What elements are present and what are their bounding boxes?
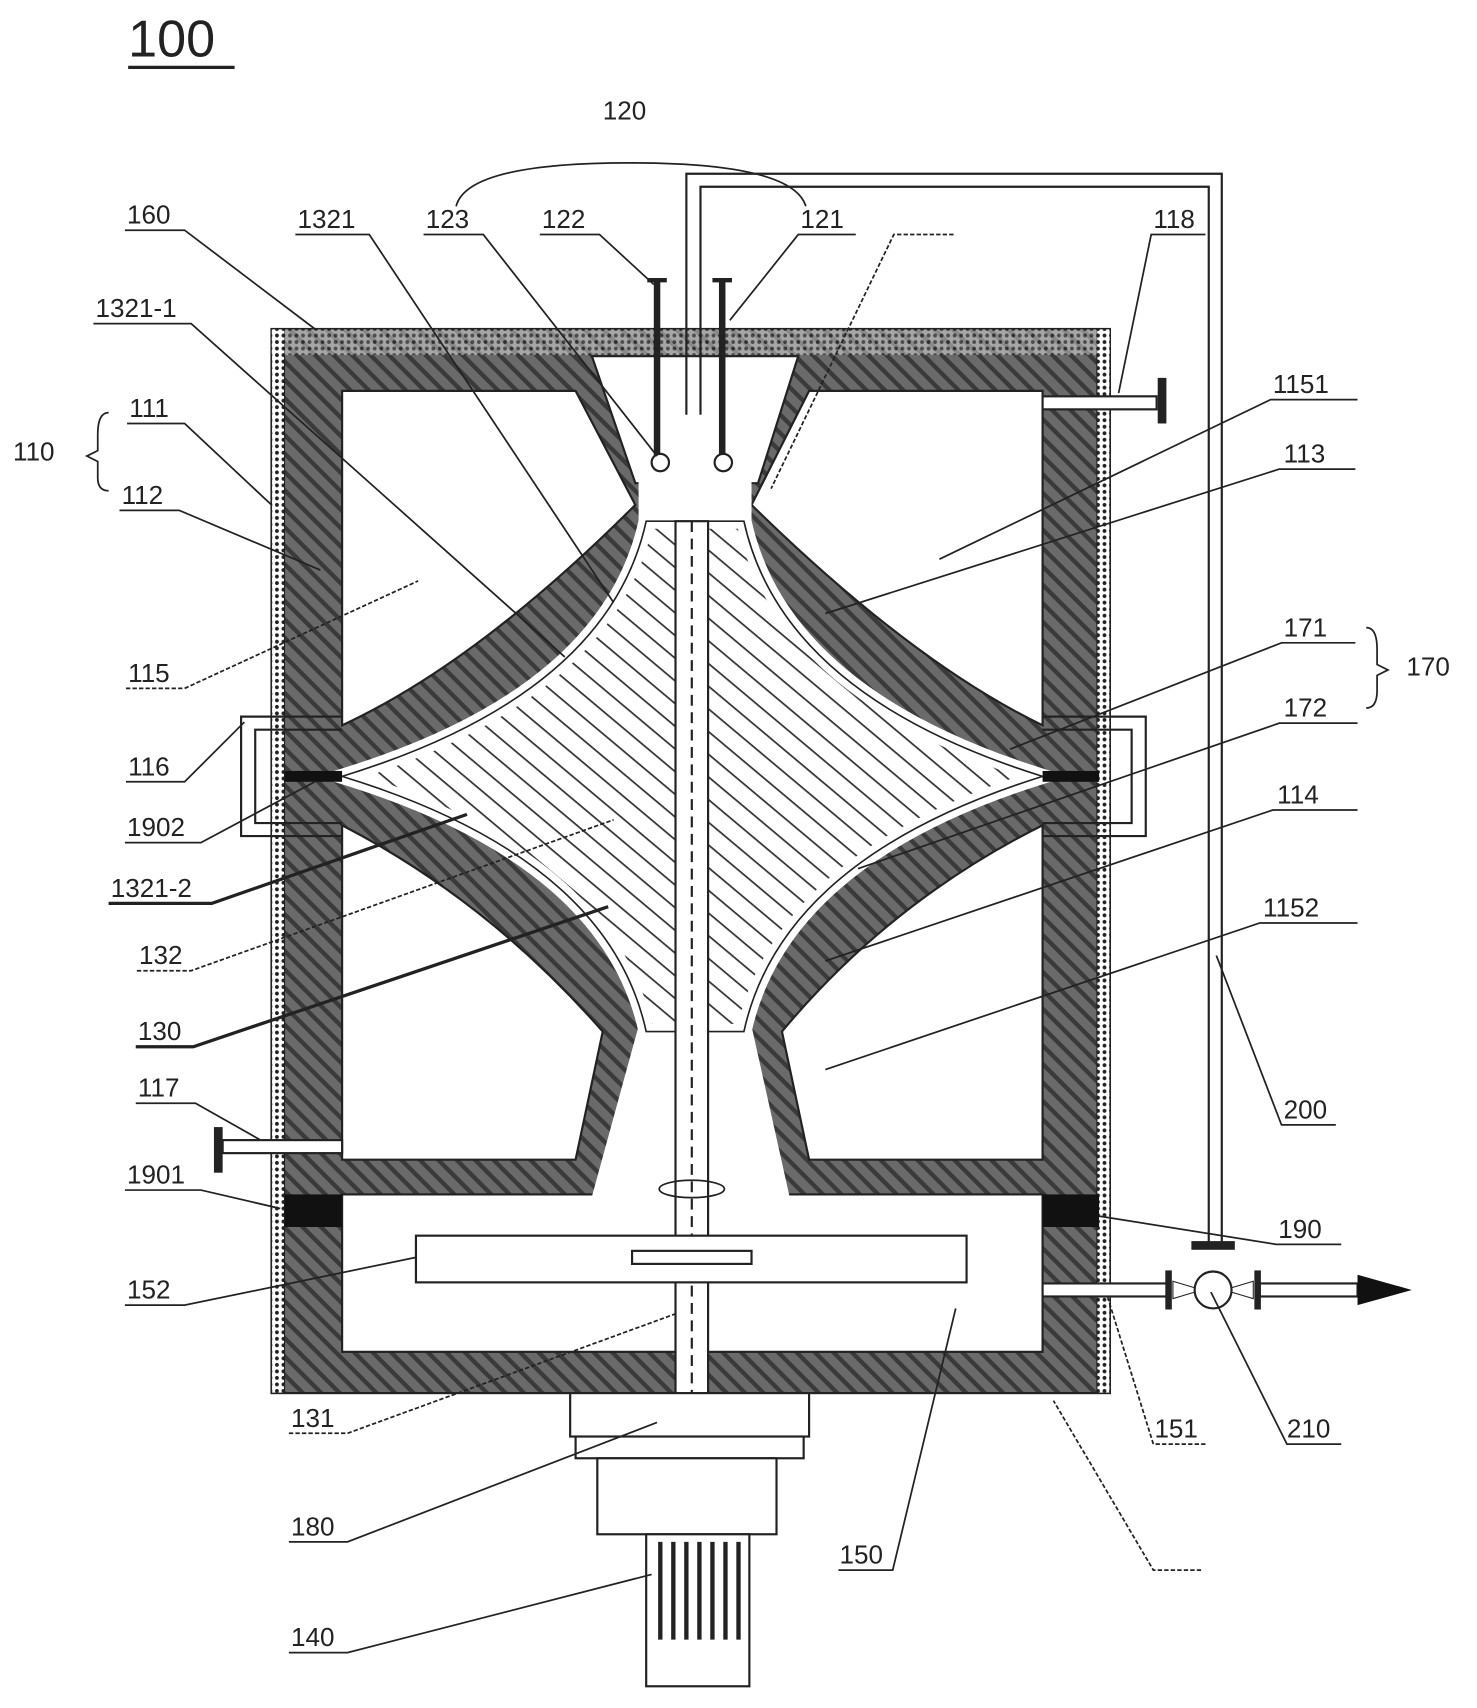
label-113: 113 [1284,439,1326,469]
label-111: 111 [129,393,169,423]
label-110: 110 [13,436,55,466]
label-114: 114 [1277,780,1319,810]
label-118: 118 [1153,204,1195,234]
brace-120 [456,163,806,206]
figure-number: 100 [128,10,215,68]
label-160: 160 [127,200,170,230]
label-180: 180 [291,1511,334,1541]
label-1321-2: 1321-2 [111,873,192,903]
label-115: 115 [128,658,170,688]
seal-right [1043,1194,1099,1227]
outlet-pipe-118 [1043,396,1157,409]
label-131: 131 [291,1403,334,1433]
label-1902: 1902 [127,812,185,842]
label-122: 122 [542,204,585,234]
seal-left [285,1194,343,1227]
seal-mid-left [285,771,343,782]
label-210: 210 [1287,1414,1330,1444]
brace-110 [87,413,109,491]
label-200: 200 [1284,1094,1327,1124]
label-1151: 1151 [1273,369,1329,399]
label-172: 172 [1284,693,1327,723]
label-152: 152 [127,1275,170,1305]
valve-210[interactable] [1165,1241,1261,1309]
seal-mid-right [1043,771,1099,782]
insulation-right [1097,329,1110,1393]
label-121: 121 [800,204,843,234]
label-130: 130 [138,1016,181,1046]
discharge-pipe [1043,1283,1168,1296]
label-1152: 1152 [1263,892,1319,922]
insulation-top [272,329,1110,355]
insulation-left [272,329,285,1393]
label-117: 117 [138,1073,180,1103]
inlet-pipe-117 [223,1140,342,1153]
label-151: 151 [1154,1414,1197,1444]
valve-handle-118 [1158,378,1167,424]
label-1321-1: 1321-1 [96,293,177,323]
valve-handle-117 [214,1127,223,1173]
label-112: 112 [122,480,164,510]
brace-170 [1366,628,1388,708]
label-171: 171 [1284,612,1327,642]
stirrer-hub [632,1251,751,1264]
label-123: 123 [426,204,469,234]
label-132: 132 [139,940,182,970]
label-116: 116 [128,751,170,781]
label-1901: 1901 [127,1160,185,1190]
label-150: 150 [840,1540,883,1570]
label-140: 140 [291,1622,334,1652]
label-120: 120 [603,95,646,125]
flow-arrow-icon [1358,1275,1412,1305]
reducer [597,1458,776,1534]
label-190: 190 [1278,1214,1321,1244]
coupling-base [570,1393,809,1436]
label-1321: 1321 [298,204,356,234]
label-170: 170 [1406,651,1449,681]
